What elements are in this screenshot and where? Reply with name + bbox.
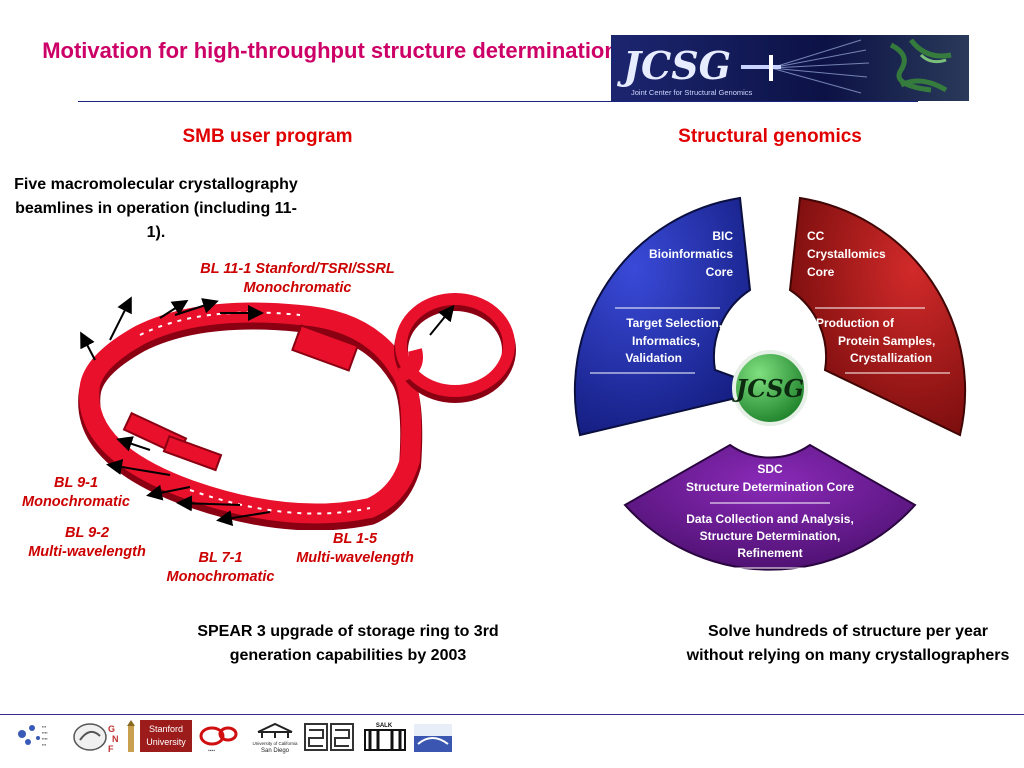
center-label: JCSG bbox=[732, 374, 804, 403]
institute-logo-2 bbox=[304, 723, 354, 751]
gnf-logo: G N F bbox=[73, 723, 119, 754]
cc-task-2: Protein Samples, bbox=[838, 334, 935, 348]
beamline-arrow bbox=[174, 298, 219, 316]
hutch-block bbox=[291, 324, 359, 372]
cc-name: Crystallomics bbox=[807, 247, 886, 261]
salk-logo: SALK bbox=[364, 723, 406, 751]
cc-task-3: Crystallization bbox=[850, 351, 932, 365]
beamline-arrow bbox=[106, 459, 171, 476]
logo-subtext: Joint Center for Structural Genomics bbox=[631, 88, 753, 97]
institute-logo-1: ▪▪▪▪▪▪▪▪▪▪▪▪▪▪ bbox=[18, 724, 48, 747]
ucsd-line-2: San Diego bbox=[261, 748, 290, 754]
solve-structures-text: Solve hundreds of structure per year wit… bbox=[686, 623, 1010, 664]
footer-divider bbox=[0, 714, 1024, 715]
bl11-1-type: Monochromatic bbox=[243, 280, 352, 296]
spear-upgrade-text: SPEAR 3 upgrade of storage ring to 3rd g… bbox=[197, 623, 499, 664]
jcsg-logo: JCSG Joint Center for Structural Genomic… bbox=[611, 35, 969, 101]
beamlines-intro: Five macromolecular crystallography beam… bbox=[14, 176, 298, 241]
logo-text: JCSG bbox=[617, 43, 731, 88]
beamline-arrow bbox=[216, 510, 271, 527]
bl11-1-name: BL 11-1 Stanford/TSRI/SSRL bbox=[200, 261, 395, 277]
bl7-1-type: Monochromatic bbox=[166, 569, 275, 585]
svg-text:▪▪▪▪: ▪▪▪▪ bbox=[208, 748, 215, 754]
salk-text: SALK bbox=[376, 723, 393, 729]
bl9-1-type: Monochromatic bbox=[22, 494, 130, 510]
stanford-tower-icon bbox=[127, 720, 135, 752]
jcsg-center-badge bbox=[732, 350, 808, 426]
beamline-arrow bbox=[146, 484, 191, 501]
sdc-sector bbox=[623, 443, 917, 571]
stanford-line-2: University bbox=[146, 737, 186, 747]
booster-ring bbox=[395, 293, 515, 397]
svg-text:F: F bbox=[108, 744, 114, 754]
beamline-arrow bbox=[80, 331, 96, 361]
svg-text:N: N bbox=[112, 734, 119, 744]
bic-core: Core bbox=[706, 265, 734, 279]
bic-sector bbox=[573, 196, 774, 437]
bl1-5-type: Multi-wavelength bbox=[296, 550, 414, 566]
bl9-2-label: BL 9-2 Multi-wavelength bbox=[2, 524, 172, 562]
beamline-arrow bbox=[116, 436, 151, 452]
institute-logo-3 bbox=[414, 724, 452, 752]
beamline-arrow bbox=[176, 495, 241, 512]
spear-ring-diagram bbox=[78, 293, 516, 530]
bic-task-2: Informatics, bbox=[632, 334, 700, 348]
bl9-2-name: BL 9-2 bbox=[64, 525, 110, 541]
beamline-arrow bbox=[429, 304, 455, 336]
jcsg-cores-diagram: JCSG BIC Bioinformatics Core Target Sele… bbox=[573, 196, 967, 571]
smb-heading: SMB user program bbox=[182, 126, 353, 147]
sdc-task-3: Refinement bbox=[737, 546, 802, 560]
beamline-arrow bbox=[109, 296, 132, 341]
structural-genomics-heading: Structural genomics bbox=[678, 126, 862, 147]
bl11-1-label: BL 11-1 Stanford/TSRI/SSRL Monochromatic bbox=[170, 260, 425, 298]
sdc-name: Structure Determination Core bbox=[686, 480, 854, 494]
ucsd-logo: University of California San Diego bbox=[252, 722, 298, 754]
bic-task-1: Target Selection, bbox=[626, 316, 722, 330]
hutch-block bbox=[162, 434, 223, 472]
cc-sector bbox=[788, 196, 967, 437]
sdc-task-1: Data Collection and Analysis, bbox=[686, 512, 854, 526]
ucsd-line-1: University of California bbox=[252, 741, 298, 746]
svg-text:▪▪▪▪: ▪▪▪▪ bbox=[42, 736, 48, 741]
bl9-1-label: BL 9-1 Monochromatic bbox=[6, 474, 146, 512]
svg-text:▪▪▪▪: ▪▪▪▪ bbox=[42, 730, 48, 735]
svg-text:▪▪▪: ▪▪▪ bbox=[42, 742, 47, 747]
bic-name: Bioinformatics bbox=[649, 247, 733, 261]
ssrl-logo: ▪▪▪▪ bbox=[199, 726, 238, 754]
stanford-logo: Stanford University bbox=[140, 720, 192, 752]
stanford-line-1: Stanford bbox=[148, 724, 184, 734]
bl7-1-name: BL 7-1 bbox=[198, 550, 243, 566]
bl9-1-name: BL 9-1 bbox=[53, 475, 99, 491]
svg-text:G: G bbox=[108, 724, 115, 734]
bl1-5-name: BL 1-5 bbox=[332, 531, 378, 547]
sdc-title: SDC bbox=[757, 462, 783, 476]
bl9-2-type: Multi-wavelength bbox=[28, 544, 146, 560]
beamline-arrow bbox=[159, 299, 189, 319]
cc-core: Core bbox=[807, 265, 835, 279]
sdc-task-2: Structure Determination, bbox=[700, 529, 841, 543]
title-divider bbox=[78, 101, 918, 102]
bl1-5-label: BL 1-5 Multi-wavelength bbox=[280, 530, 430, 568]
cc-task-1: Production of bbox=[816, 316, 895, 330]
cc-title: CC bbox=[807, 229, 825, 243]
bic-task-3: Validation bbox=[625, 351, 682, 365]
transfer-line bbox=[397, 348, 423, 382]
bic-title: BIC bbox=[712, 229, 733, 243]
bl7-1-label: BL 7-1 Monochromatic bbox=[148, 549, 293, 587]
page-title: Motivation for high-throughput structure… bbox=[42, 38, 618, 63]
svg-text:▪▪▪: ▪▪▪ bbox=[42, 724, 47, 729]
